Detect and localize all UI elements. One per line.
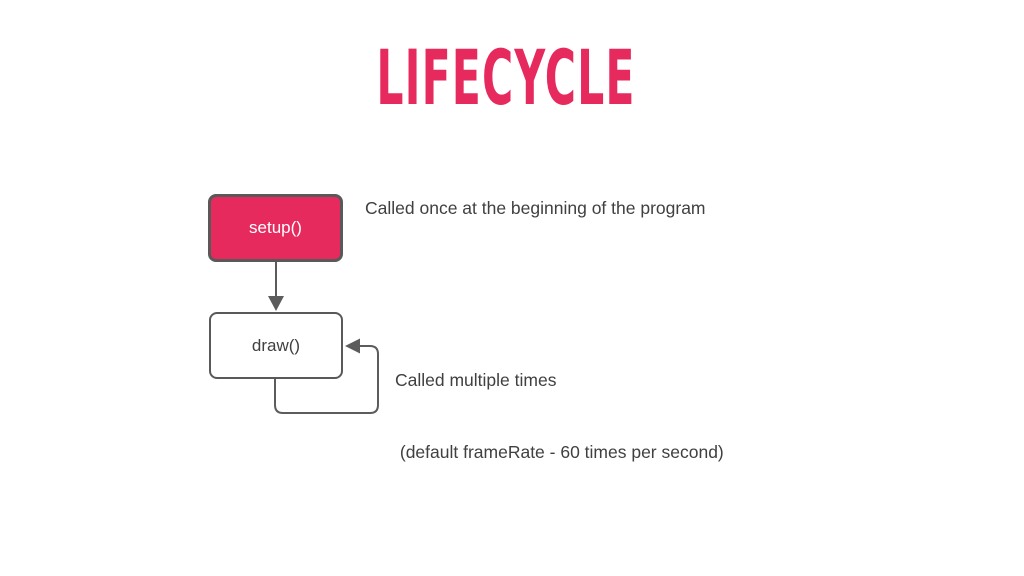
draw-note: Called multiple times (default frameRate… [395,320,724,512]
setup-note: Called once at the beginning of the prog… [365,198,706,218]
setup-node-label: setup() [249,218,302,237]
setup-node: setup() [208,194,343,262]
draw-note-line1: Called multiple times [395,370,557,390]
draw-node-label: draw() [251,335,301,355]
draw-note-line2: (default frameRate - 60 times per second… [395,442,724,462]
setup-to-draw-arrow-icon [268,262,284,311]
page-title: LIFECYCLE [376,33,636,122]
draw-node: draw() [209,312,343,379]
